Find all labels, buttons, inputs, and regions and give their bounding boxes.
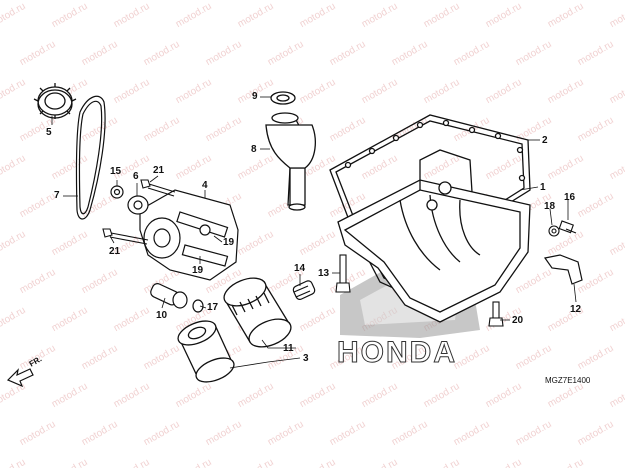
oil-filter-cover [177,320,235,383]
callout-11: 11 [283,343,294,354]
oil-pump-sprocket [33,83,77,119]
callout-17: 17 [207,302,219,313]
callout-20: 20 [512,315,524,326]
callout-16: 16 [564,192,576,203]
bracket [543,254,583,285]
callout-12: 12 [570,304,582,315]
callout-19-upper: 19 [223,237,235,248]
pan-bolt [335,254,351,293]
callout-4: 4 [202,180,208,191]
flange-bolts [102,179,176,245]
callout-18: 18 [544,201,556,212]
oil-strainer [150,283,204,313]
oil-filter [223,277,292,348]
callout-1: 1 [540,182,546,193]
callout-3: 3 [303,353,309,364]
dowel-pin [292,280,316,300]
front-direction-arrow [6,368,34,388]
oil-pump-drive-chain [75,95,106,220]
oil-pump-assembly [139,189,239,281]
callout-7: 7 [54,190,60,201]
callout-19-lower: 19 [192,265,204,276]
callout-10: 10 [156,310,168,321]
callout-6: 6 [133,171,139,182]
callout-2: 2 [542,135,548,146]
callout-5: 5 [46,127,52,138]
callout-21-lower: 21 [109,246,121,257]
washer [110,185,124,199]
pump-driven-sprocket [127,195,149,215]
callout-8: 8 [251,144,257,155]
callout-9: 9 [252,91,258,102]
diagram-code: MGZ7E1400 [545,376,591,385]
leader-lines [51,96,577,369]
drain-plug [548,220,577,237]
callout-13: 13 [318,268,330,279]
callout-21-upper: 21 [153,165,165,176]
callout-15: 15 [110,166,122,177]
oil-pan [337,149,531,323]
callout-14: 14 [294,263,306,274]
brand-logo-text: HONDA [337,336,457,370]
drain-bolt [488,301,504,327]
oil-pipe [265,91,316,211]
